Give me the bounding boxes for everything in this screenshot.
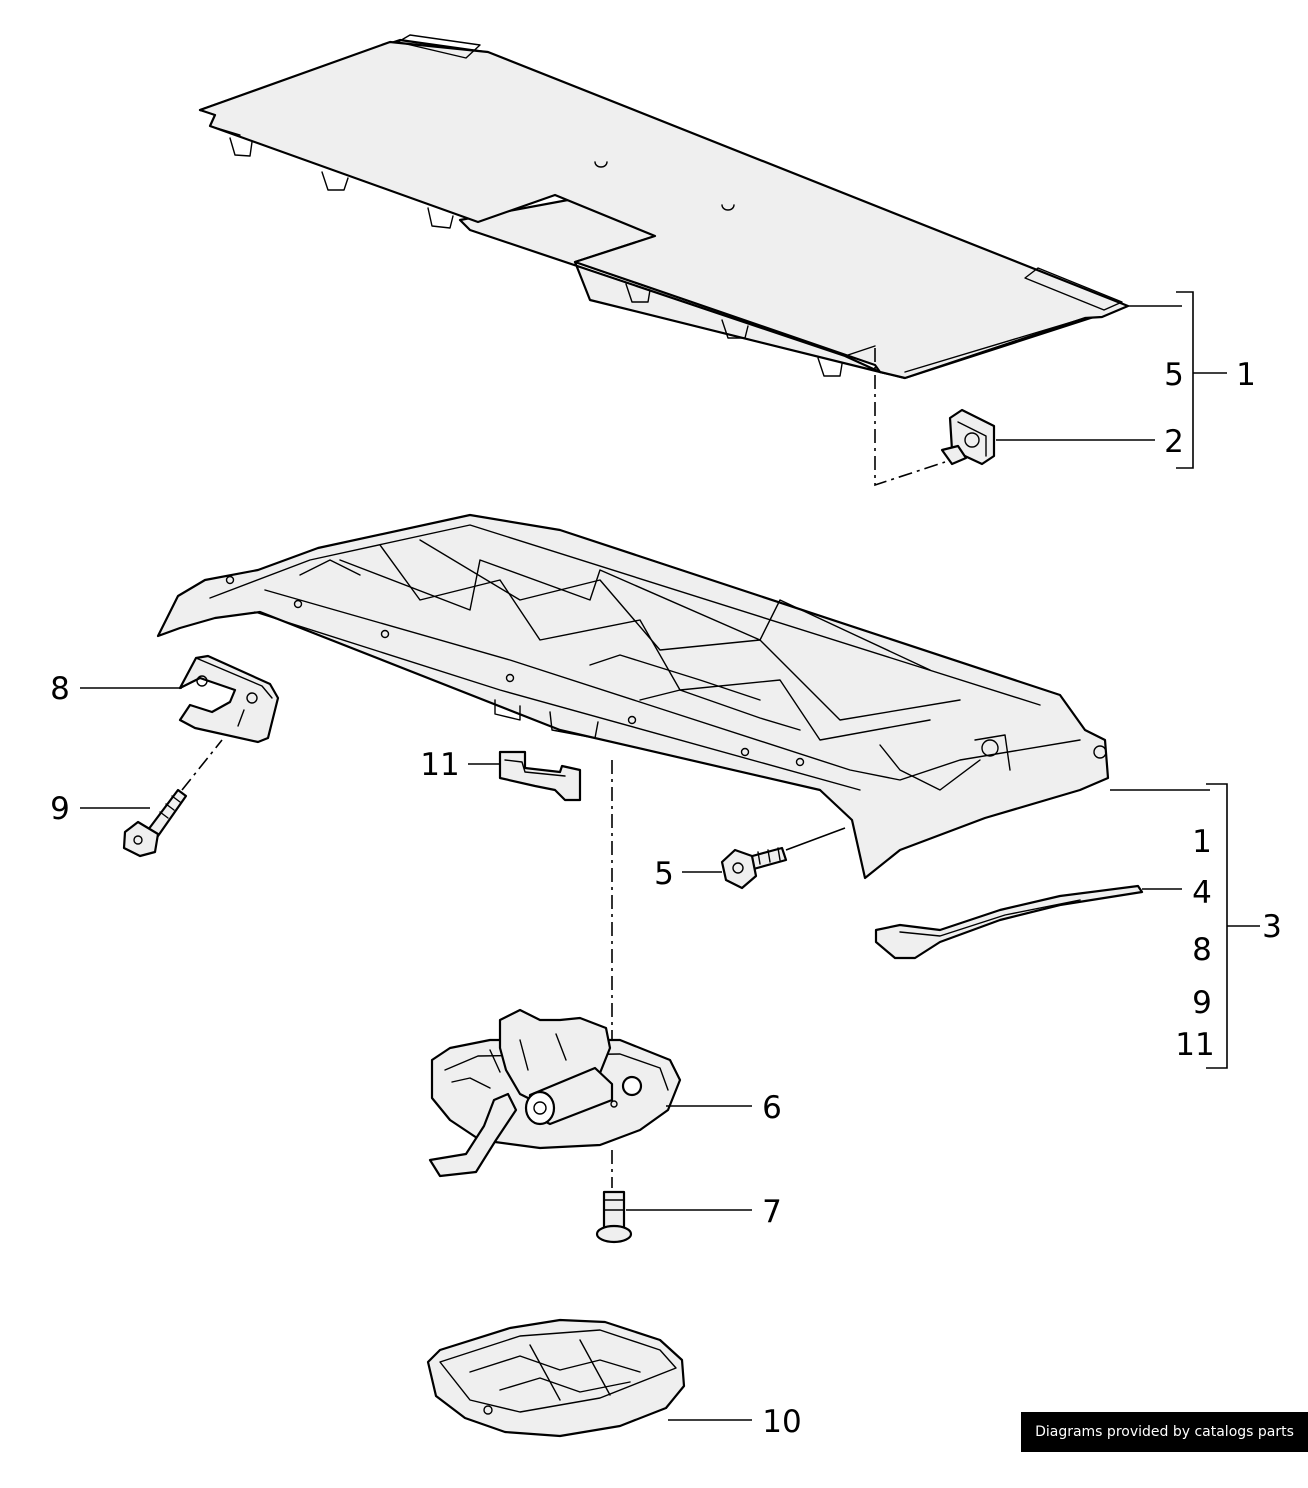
mechanism-part bbox=[428, 1008, 682, 1178]
callout-8-group: 8 bbox=[1192, 932, 1212, 968]
callout-1-top: 1 bbox=[1236, 357, 1256, 393]
callout-4: 4 bbox=[1192, 875, 1212, 911]
cover-part bbox=[426, 1318, 686, 1438]
credit-banner: Diagrams provided by catalogs parts bbox=[1021, 1412, 1308, 1452]
callout-9-group: 9 bbox=[1192, 985, 1212, 1021]
callout-11: 11 bbox=[420, 747, 459, 783]
pin-part bbox=[595, 1190, 633, 1244]
callout-1-group: 1 bbox=[1192, 824, 1212, 860]
bolt-part bbox=[720, 846, 788, 890]
callout-2: 2 bbox=[1164, 424, 1184, 460]
callout-11-group: 11 bbox=[1175, 1027, 1214, 1063]
callout-5-mid: 5 bbox=[654, 856, 674, 892]
trim-panel-part bbox=[198, 34, 1130, 380]
trim-strip-part bbox=[874, 884, 1144, 960]
screw-part bbox=[122, 788, 188, 858]
callout-10: 10 bbox=[762, 1404, 801, 1440]
bracket-guide-line bbox=[181, 739, 223, 791]
callout-7: 7 bbox=[762, 1194, 782, 1230]
callout-9: 9 bbox=[50, 791, 70, 827]
leader-lines bbox=[80, 291, 1260, 1421]
bracket-part bbox=[178, 654, 280, 744]
callout-5-top: 5 bbox=[1164, 357, 1184, 393]
callout-6: 6 bbox=[762, 1090, 782, 1126]
retainer-part bbox=[498, 750, 582, 802]
shelf-frame-part bbox=[156, 513, 1110, 880]
assembly-guide-line bbox=[874, 348, 946, 487]
clip-part bbox=[940, 408, 996, 466]
callout-3: 3 bbox=[1262, 909, 1282, 945]
callout-8: 8 bbox=[50, 671, 70, 707]
